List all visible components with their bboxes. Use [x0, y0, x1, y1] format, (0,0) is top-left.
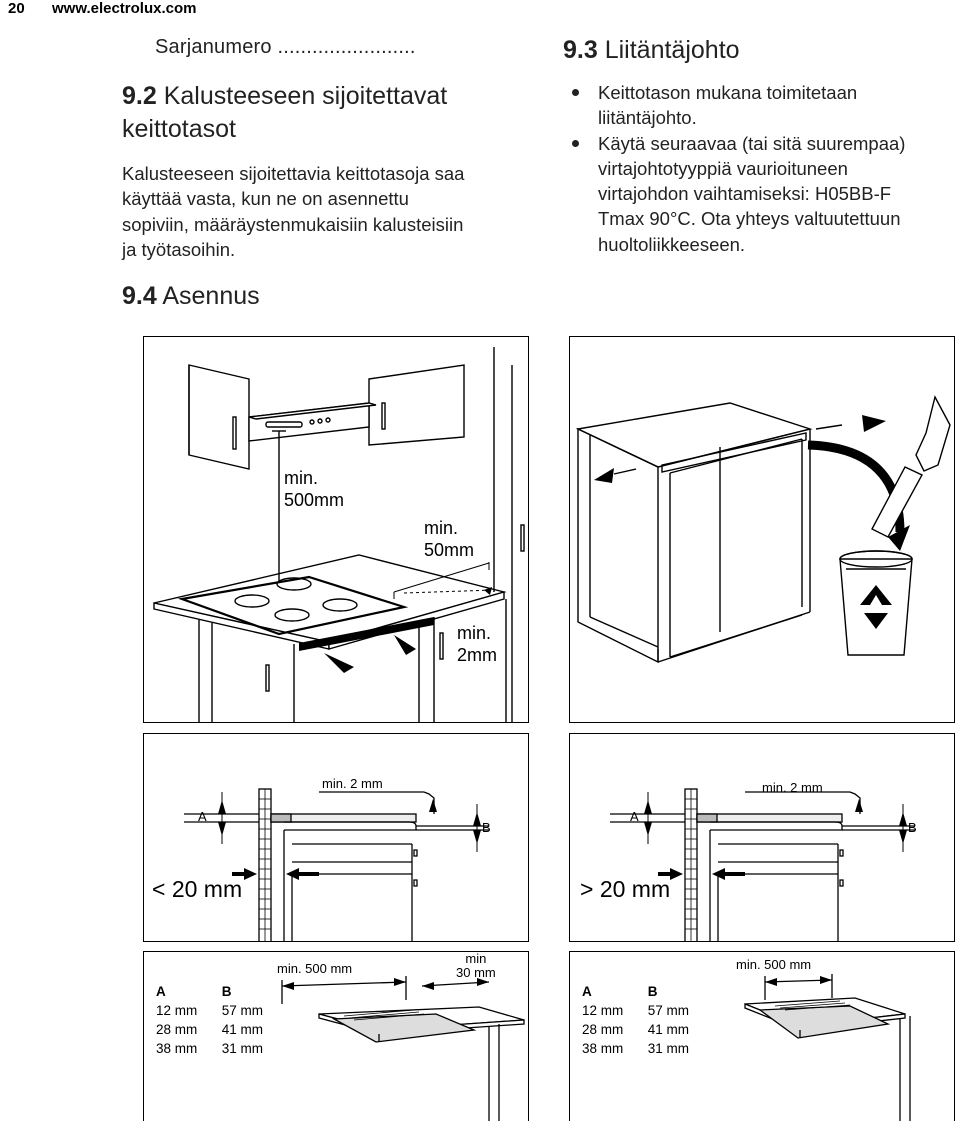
table-header: B [647, 984, 658, 999]
section-title-line: keittotasot [122, 115, 236, 143]
dimension-text: 50mm [424, 540, 475, 560]
section-9-2-heading: 9.2 Kalusteeseen sijoitettavat keittotas… [122, 80, 542, 146]
dimension-text: 30 mm [456, 965, 496, 980]
text-line: virtajohdon vaihtamiseksi: H05BB-F [598, 183, 892, 205]
table-cell: 41 mm [221, 1022, 264, 1037]
dimension-table: A 12 mm 28 mm 38 mm B 57 mm 41 mm 31 mm [582, 982, 689, 1058]
text-line: virtajohtotyyppiä vaurioituneen [598, 157, 848, 179]
min-500mm-label: min. 500 mm [736, 957, 812, 972]
table-cell: 31 mm [647, 1041, 690, 1056]
table-cell: 12 mm [156, 1003, 198, 1018]
text-line: liitäntäjohto. [598, 107, 697, 129]
list-item: Käytä seuraavaa (tai sitä suurempaa) vir… [562, 131, 957, 257]
figure-side-view-more-20: min. 2 mm A B > 20 mm [569, 733, 955, 942]
text-line: huoltoliikkeeseen. [598, 233, 746, 255]
section-number: 9.3 [563, 36, 598, 64]
kitchen-drawing [153, 347, 525, 722]
text-line: Tmax 90°C. Ota yhteys valtuutettuun [598, 208, 901, 230]
text-line: käyttää vasta, kun ne on asennettu [122, 188, 409, 210]
section-9-2-text: Kalusteeseen sijoitettavia keittotasoja … [122, 161, 542, 262]
section-title-line: Kalusteeseen sijoitettavat [163, 82, 448, 110]
dimension-text: min. [284, 468, 319, 488]
table-cell: 28 mm [156, 1022, 198, 1037]
section-9-3-list: Keittotason mukana toimitetaan liitäntäj… [562, 80, 957, 257]
min-500mm-label: min. 500 mm [277, 961, 353, 976]
page-number: 20 [8, 0, 25, 17]
dimension-text: min. [457, 623, 492, 643]
table-column-a: A 12 mm 28 mm 38 mm [156, 982, 218, 1058]
dimension-label-2: min. 2mm [457, 622, 497, 666]
figure-cutout-right: min. 500 mm A 12 mm 28 mm 38 mm B 57 mm … [569, 951, 955, 1121]
table-column-b: B 57 mm 41 mm 31 mm [222, 982, 263, 1058]
figure-cabinet-recycling [569, 336, 955, 723]
table-column-a: A 12 mm 28 mm 38 mm [582, 982, 644, 1058]
cutout-drawing [281, 976, 525, 1121]
text-line: Keittotason mukana toimitetaan [598, 82, 858, 103]
dimension-b-label: B [908, 820, 917, 835]
text-line: sopiviin, määräystenmukaisiin kalusteisi… [122, 213, 464, 235]
min-30mm-label: min 30 mm [456, 952, 496, 980]
table-header: B [221, 984, 232, 999]
figure-side-view-less-20: min. 2 mm A B < 20 mm [143, 733, 529, 942]
dimension-a-label: A [630, 809, 639, 824]
table-column-b: B 57 mm 41 mm 31 mm [648, 982, 689, 1058]
table-header: A [582, 984, 592, 999]
condition-label: < 20 mm [152, 876, 243, 902]
section-9-3-heading: 9.3 Liitäntäjohto [563, 34, 740, 67]
section-title: Liitäntäjohto [604, 36, 740, 64]
header-url[interactable]: www.electrolux.com [52, 0, 197, 17]
min-2mm-label: min. 2 mm [762, 780, 823, 795]
table-cell: 57 mm [221, 1003, 264, 1018]
cutout-drawing [744, 974, 911, 1121]
section-9-4-heading: 9.4 Asennus [122, 280, 260, 313]
dimension-label-50: min. 50mm [424, 517, 474, 561]
condition-label: > 20 mm [580, 876, 671, 902]
dimension-b-label: B [482, 820, 491, 835]
side-view-drawing [184, 788, 489, 941]
table-cell: 41 mm [647, 1022, 690, 1037]
section-number: 9.2 [122, 82, 157, 110]
side-view-drawing [610, 788, 915, 941]
section-number: 9.4 [122, 282, 157, 310]
table-cell: 38 mm [582, 1041, 624, 1056]
dimension-label-500: min. 500mm [284, 467, 344, 511]
section-title: Asennus [162, 282, 260, 310]
serial-number-field: Sarjanumero ........................ [155, 36, 416, 58]
dimension-text: 500mm [284, 490, 345, 510]
dimension-text: 2mm [457, 645, 497, 665]
dimension-text: min [465, 951, 487, 966]
table-cell: 28 mm [582, 1022, 624, 1037]
dimension-a-label: A [198, 809, 207, 824]
figure-cutout-left: min. 500 mm min 30 mm A 12 mm 28 mm 38 m… [143, 951, 529, 1121]
dimension-text: min. [424, 518, 459, 538]
table-cell: 12 mm [582, 1003, 624, 1018]
table-header: A [156, 984, 166, 999]
cabinet-drawing [575, 395, 951, 664]
figure-kitchen-clearances: min. 500mm min. 50mm min. 2mm [143, 336, 529, 723]
text-line: ja työtasoihin. [122, 238, 236, 260]
list-item: Keittotason mukana toimitetaan liitäntäj… [562, 80, 957, 131]
min-2mm-label: min. 2 mm [322, 776, 383, 791]
dimension-table: A 12 mm 28 mm 38 mm B 57 mm 41 mm 31 mm [156, 982, 263, 1058]
text-line: Kalusteeseen sijoitettavia keittotasoja … [122, 163, 465, 184]
table-cell: 31 mm [221, 1041, 264, 1056]
table-cell: 57 mm [647, 1003, 690, 1018]
text-line: Käytä seuraavaa (tai sitä suurempaa) [598, 132, 906, 154]
table-cell: 38 mm [156, 1041, 198, 1056]
